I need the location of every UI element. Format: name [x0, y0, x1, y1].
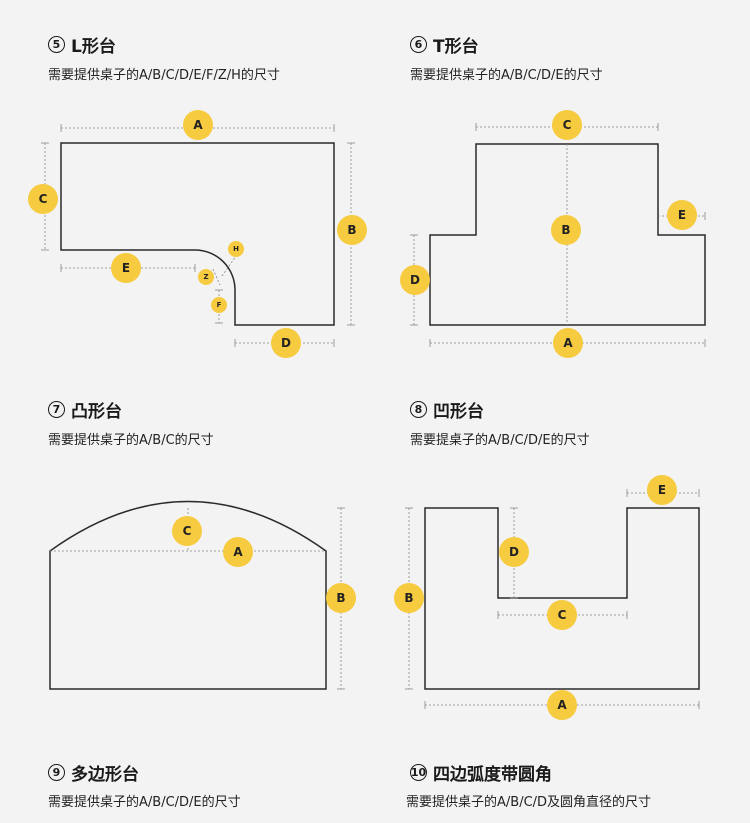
section-title-text: 多边形台	[71, 765, 139, 785]
label-b-badge	[326, 583, 356, 613]
section-number: 6	[410, 36, 427, 53]
label-d-badge	[271, 328, 301, 358]
label-d: D	[410, 273, 420, 287]
label-c: C	[558, 608, 567, 622]
label-b: B	[561, 223, 570, 237]
label-e-badge	[111, 253, 141, 283]
label-c-badge	[172, 516, 202, 546]
section-6-title: 6 T形台	[410, 32, 479, 57]
section-title-text: L形台	[71, 37, 116, 57]
t-shape-outline	[429, 143, 706, 326]
label-a: A	[233, 545, 243, 559]
section-number: 9	[48, 764, 65, 781]
concave-shape-diagram: E D C B A	[394, 475, 700, 720]
section-title-text: 凸形台	[71, 402, 122, 422]
label-b-badge	[551, 215, 581, 245]
label-z: Z	[203, 273, 208, 281]
section-10-desc: 需要提供桌子的A/B/C/D及圆角直径的尺寸	[406, 795, 652, 810]
label-e: E	[658, 483, 666, 497]
label-b: B	[336, 591, 345, 605]
section-10-title: 10 四边弧度带圆角	[410, 760, 552, 785]
label-c: C	[39, 192, 48, 206]
label-c-badge	[547, 600, 577, 630]
concave-shape-outline	[424, 507, 700, 690]
section-8-desc: 需要提桌子的A/B/C/D/E的尺寸	[410, 433, 590, 448]
label-h: H	[233, 245, 239, 253]
l-shape-outline	[60, 142, 335, 326]
l-shape-diagram: A C B E D H Z F	[28, 110, 367, 358]
section-number: 8	[410, 401, 427, 418]
label-e: E	[122, 261, 130, 275]
section-8-title: 8 凹形台	[410, 397, 484, 422]
label-f-badge	[211, 297, 227, 313]
label-a-badge	[223, 537, 253, 567]
label-b-badge	[337, 215, 367, 245]
section-number: 5	[48, 36, 65, 53]
label-d: D	[281, 336, 291, 350]
t-shape-diagram: C B E D A	[400, 110, 706, 358]
label-e-badge	[667, 200, 697, 230]
label-d-badge	[499, 537, 529, 567]
label-a: A	[193, 118, 203, 132]
section-title-text: T形台	[433, 37, 479, 57]
label-e: E	[678, 208, 686, 222]
section-title-text: 凹形台	[433, 402, 484, 422]
label-z-badge	[198, 269, 214, 285]
label-d: D	[509, 545, 519, 559]
label-b: B	[347, 223, 356, 237]
label-b: B	[404, 591, 413, 605]
label-a-badge	[547, 690, 577, 720]
label-h-badge	[228, 241, 244, 257]
label-a-badge	[183, 110, 213, 140]
section-5-title: 5 L形台	[48, 32, 116, 57]
section-9-title: 9 多边形台	[48, 760, 139, 785]
section-9-desc: 需要提供桌子的A/B/C/D/E的尺寸	[48, 795, 241, 810]
label-c-badge	[28, 184, 58, 214]
section-7-desc: 需要提供桌子的A/B/C的尺寸	[48, 433, 214, 448]
label-c: C	[563, 118, 572, 132]
label-a: A	[557, 698, 567, 712]
label-f: F	[217, 301, 222, 309]
label-c-badge	[552, 110, 582, 140]
label-d-badge	[400, 265, 430, 295]
section-5-desc: 需要提供桌子的A/B/C/D/E/F/Z/H的尺寸	[48, 68, 280, 83]
label-e-badge	[647, 475, 677, 505]
convex-shape-diagram: C A B	[49, 500, 356, 690]
label-c: C	[183, 524, 192, 538]
section-title-text: 四边弧度带圆角	[433, 765, 552, 785]
section-6-desc: 需要提供桌子的A/B/C/D/E的尺寸	[410, 68, 603, 83]
label-b-badge	[394, 583, 424, 613]
label-a: A	[563, 336, 573, 350]
label-a-badge	[553, 328, 583, 358]
section-7-title: 7 凸形台	[48, 397, 122, 422]
convex-shape-outline	[49, 500, 327, 690]
section-number: 10	[410, 764, 427, 781]
section-number: 7	[48, 401, 65, 418]
